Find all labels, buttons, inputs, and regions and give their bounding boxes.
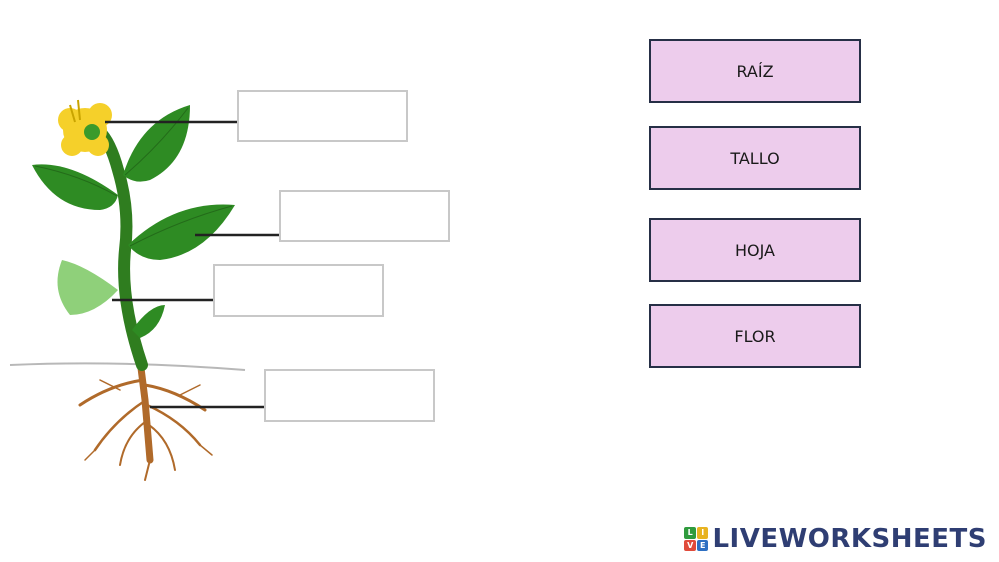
leaf-small-left [57, 260, 118, 315]
word-card-flor[interactable]: FLOR [649, 304, 861, 368]
leaf-top-right [123, 105, 190, 182]
leaf-lower-right [132, 305, 165, 338]
logo-letter: E [696, 539, 709, 551]
word-card-raiz[interactable]: RAÍZ [649, 39, 861, 103]
drop-box-stem[interactable] [213, 264, 384, 317]
logo-letter: I [696, 527, 709, 539]
brand-watermark: L I V E LIVEWORKSHEETS [684, 524, 987, 554]
ground-line [9, 362, 246, 371]
liveworksheets-logo-icon: L I V E [684, 527, 709, 551]
drop-box-root[interactable] [264, 369, 435, 422]
logo-letter: L [684, 527, 696, 539]
roots [78, 356, 213, 481]
drop-box-flower[interactable] [237, 90, 408, 142]
brand-name: LIVEWORKSHEETS [712, 524, 987, 554]
flower [58, 99, 112, 156]
stem [92, 124, 148, 371]
word-card-hoja[interactable]: HOJA [649, 218, 861, 282]
drop-box-leaf[interactable] [279, 190, 450, 242]
leader-lines [105, 120, 279, 409]
logo-letter: V [684, 539, 696, 551]
word-card-tallo[interactable]: TALLO [649, 126, 861, 190]
leaf-top-left [32, 164, 118, 210]
plant-illustration [9, 99, 279, 481]
leaf-middle-right [128, 204, 235, 260]
